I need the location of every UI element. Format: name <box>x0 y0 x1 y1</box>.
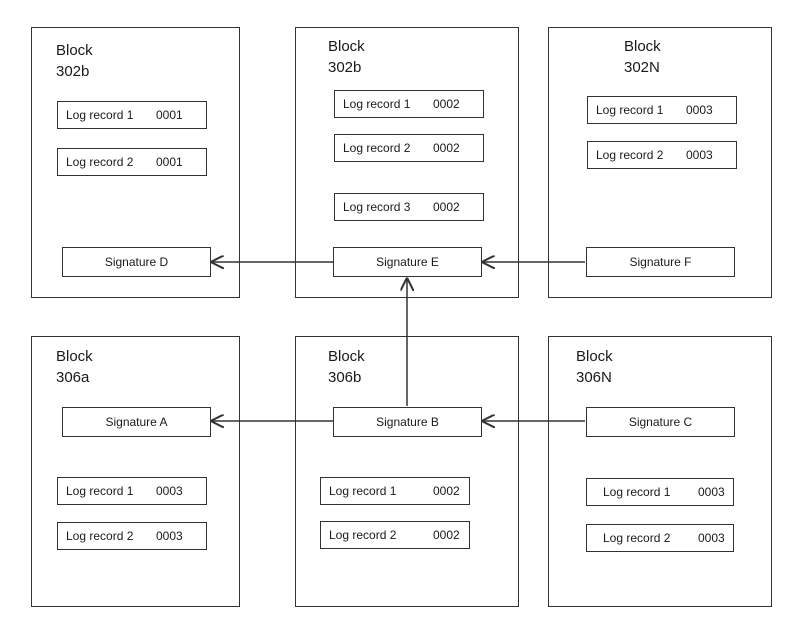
log-record-code: 0003 <box>686 148 713 162</box>
signature-b: Signature B <box>333 407 482 437</box>
log-record-2: Log record 2 0003 <box>586 524 734 552</box>
log-record-2: Log record 2 0003 <box>57 522 207 550</box>
signature-a: Signature A <box>62 407 211 437</box>
log-record-code: 0003 <box>686 103 713 117</box>
block-title: Block 306b <box>328 348 365 386</box>
block-302n: Block 302N Log record 1 0003 Log record … <box>548 27 772 298</box>
signature-e: Signature E <box>333 247 482 277</box>
log-record-label: Log record 1 <box>343 97 411 111</box>
log-record-label: Log record 2 <box>596 148 664 162</box>
block-title: Block 302b <box>56 42 93 80</box>
signature-f: Signature F <box>586 247 735 277</box>
block-title: Block 306a <box>56 348 93 386</box>
block-306n: Block 306N Signature C Log record 1 0003… <box>548 336 772 607</box>
block-title: Block 306N <box>576 348 613 386</box>
log-record-1: Log record 1 0003 <box>57 477 207 505</box>
log-record-1: Log record 1 0003 <box>587 96 737 124</box>
log-record-label: Log record 2 <box>343 141 411 155</box>
block-title: Block 302N <box>624 38 661 76</box>
log-record-code: 0003 <box>156 484 183 498</box>
log-record-label: Log record 1 <box>66 484 134 498</box>
log-record-label: Log record 1 <box>603 485 671 499</box>
log-record-label: Log record 2 <box>329 528 397 542</box>
log-record-code: 0003 <box>698 531 725 545</box>
log-record-1: Log record 1 0003 <box>586 478 734 506</box>
log-record-label: Log record 2 <box>603 531 671 545</box>
log-record-code: 0001 <box>156 108 183 122</box>
log-record-1: Log record 1 0001 <box>57 101 207 129</box>
log-record-label: Log record 1 <box>66 108 134 122</box>
log-record-3: Log record 3 0002 <box>334 193 484 221</box>
log-record-2: Log record 2 0002 <box>320 521 470 549</box>
log-record-code: 0003 <box>698 485 725 499</box>
log-record-label: Log record 1 <box>329 484 397 498</box>
signature-d: Signature D <box>62 247 211 277</box>
log-record-label: Log record 2 <box>66 155 134 169</box>
log-record-2: Log record 2 0001 <box>57 148 207 176</box>
log-record-label: Log record 1 <box>596 103 664 117</box>
block-306a: Block 306a Signature A Log record 1 0003… <box>31 336 240 607</box>
log-record-code: 0001 <box>156 155 183 169</box>
block-302b-middle: Block 302b Log record 1 0002 Log record … <box>295 27 519 298</box>
log-record-code: 0003 <box>156 529 183 543</box>
log-record-code: 0002 <box>433 200 460 214</box>
log-record-label: Log record 2 <box>66 529 134 543</box>
block-title: Block 302b <box>328 38 365 76</box>
block-302b-left: Block 302b Log record 1 0001 Log record … <box>31 27 240 298</box>
log-record-2: Log record 2 0003 <box>587 141 737 169</box>
log-record-code: 0002 <box>433 141 460 155</box>
log-record-2: Log record 2 0002 <box>334 134 484 162</box>
log-record-1: Log record 1 0002 <box>320 477 470 505</box>
log-record-code: 0002 <box>433 528 460 542</box>
log-record-1: Log record 1 0002 <box>334 90 484 118</box>
log-record-label: Log record 3 <box>343 200 411 214</box>
log-record-code: 0002 <box>433 97 460 111</box>
signature-c: Signature C <box>586 407 735 437</box>
log-record-code: 0002 <box>433 484 460 498</box>
